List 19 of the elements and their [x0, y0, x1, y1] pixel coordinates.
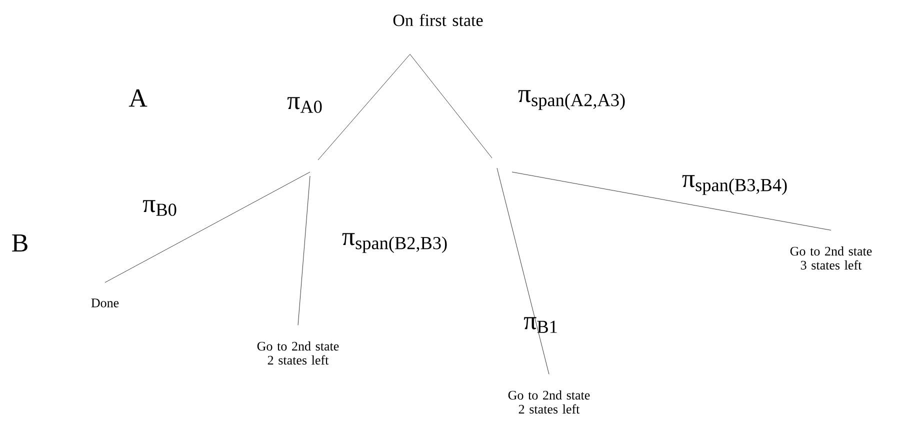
edge-label: π$_{B1}$: [524, 317, 557, 333]
branch-line: [298, 176, 310, 326]
branch-line: [512, 172, 832, 230]
level-label: A: [128, 89, 148, 107]
state-text: Go to 2nd state 2 states left: [508, 390, 590, 414]
state-text: Done: [91, 298, 119, 308]
edge-label: π$_{span(A2,A3)}$: [518, 90, 625, 110]
branch-line: [496, 168, 550, 374]
state-text: Go to 2nd state 3 states left: [790, 246, 872, 270]
edge-label: π$_{span(B2,B3)}$: [342, 233, 447, 253]
state-text: Go to 2nd state 2 states left: [257, 341, 339, 365]
branch-line: [318, 54, 410, 160]
state-text: On first state: [393, 14, 483, 26]
edge-label: π$_{A0}$: [287, 97, 322, 113]
branch-line: [410, 54, 492, 158]
edge-label: π$_{span(B3,B4)}$: [682, 175, 787, 195]
edge-label: π$_{B0}$: [142, 200, 176, 216]
branch-line: [104, 172, 310, 283]
level-label: B: [12, 234, 28, 252]
